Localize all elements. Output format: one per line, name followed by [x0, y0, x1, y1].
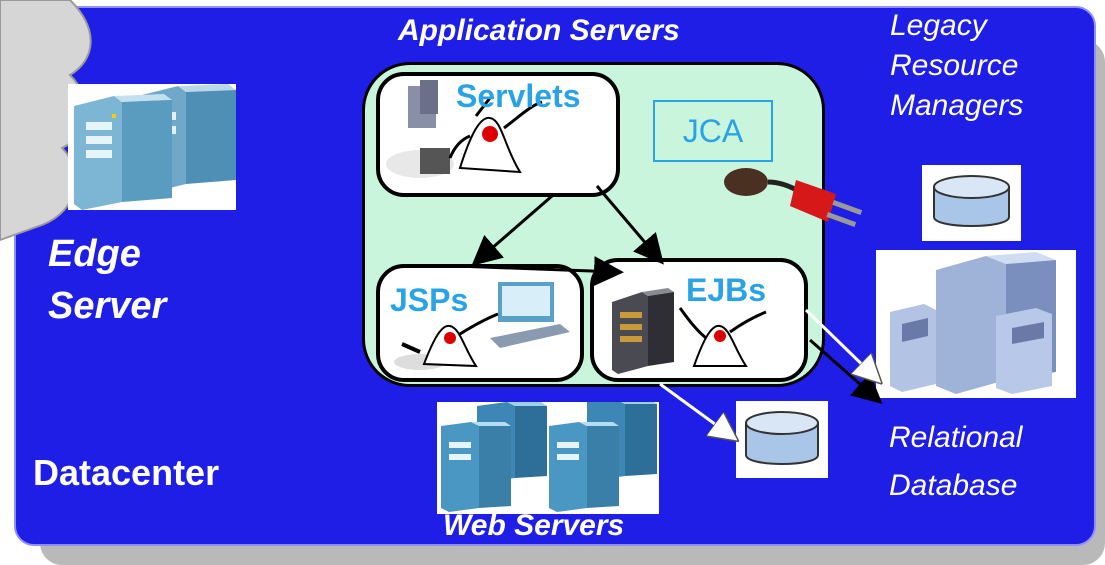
- duke-servlets-icon: [386, 80, 543, 178]
- duke-jsps-icon: [394, 282, 570, 370]
- arrow-servlets-to-ejbs: [595, 185, 664, 265]
- jca-box: JCA: [653, 100, 773, 162]
- web-servers-icon: [437, 402, 659, 514]
- duke-ejbs-icon: [612, 288, 767, 374]
- arrow-ejbs-to-relational-white: [804, 308, 878, 380]
- servlets-component: Servlets: [376, 72, 620, 197]
- ejbs-label: EJBs: [686, 272, 767, 308]
- web-servers-title: Web Servers: [443, 509, 625, 542]
- servlets-label: Servlets: [456, 78, 581, 114]
- edge-server-icon: [68, 84, 236, 210]
- arrow-ejbs-to-web-db: [659, 382, 734, 438]
- jca-label: JCA: [682, 112, 744, 149]
- jsps-component: JSPs: [376, 264, 584, 382]
- legacy-resource-managers-label: Legacy Resource Managers: [890, 9, 1024, 122]
- jsps-label: JSPs: [390, 282, 469, 318]
- web-database-icon: [736, 401, 828, 478]
- ejbs-component: EJBs: [590, 258, 808, 382]
- arrow-jsps-to-ejbs: [455, 256, 624, 287]
- relational-database-label: Relational Database: [889, 421, 1023, 502]
- datacenter-label: Datacenter: [33, 452, 220, 493]
- arrow-servlets-to-jsps: [471, 194, 553, 266]
- legacy-database-icon: [922, 165, 1021, 241]
- application-servers-title: Application Servers: [398, 14, 680, 47]
- relational-database-servers-icon: [876, 250, 1076, 398]
- edge-server-label: Edge Server: [48, 233, 167, 327]
- arrow-ejbs-to-relational-black: [809, 338, 883, 404]
